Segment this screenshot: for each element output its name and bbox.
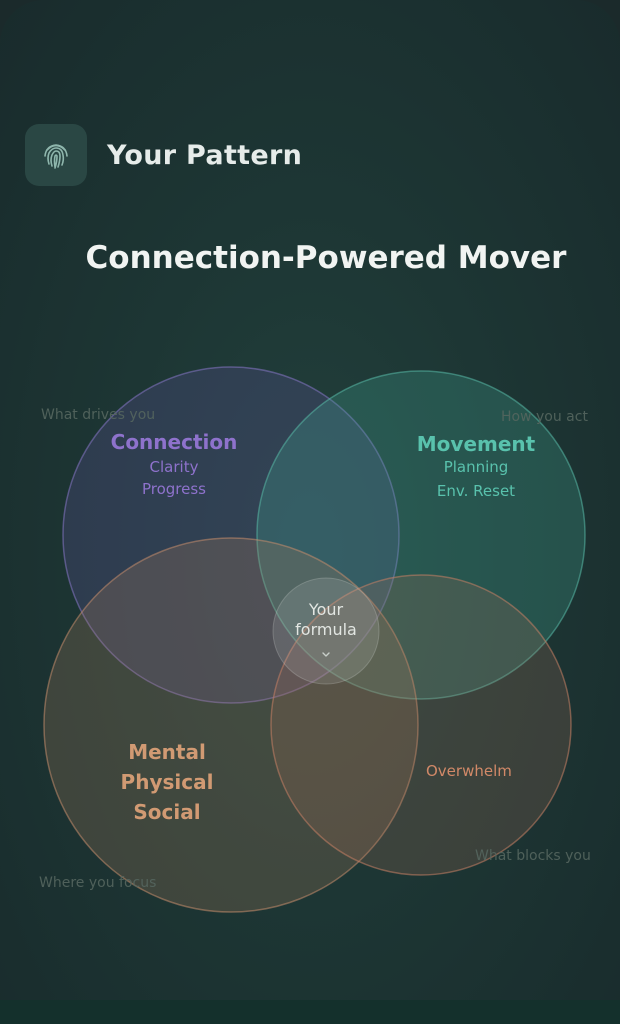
corner-label-blocks: What blocks you bbox=[475, 848, 591, 864]
formula-label-line1: Your bbox=[308, 600, 344, 619]
blocks-item: Overwhelm bbox=[426, 762, 512, 780]
corner-label-act: How you act bbox=[501, 409, 588, 425]
act-group: Movement Planning Env. Reset bbox=[396, 432, 556, 500]
circle-act bbox=[256, 370, 586, 700]
chevron-down-icon bbox=[273, 644, 379, 663]
drives-item: Progress bbox=[141, 480, 206, 498]
your-formula-button[interactable]: Your formula bbox=[273, 578, 379, 684]
circle-blocks bbox=[270, 574, 572, 876]
focus-group: Mental Physical Social bbox=[97, 740, 237, 824]
corner-label-drives: What drives you bbox=[41, 407, 156, 423]
circle-focus bbox=[43, 537, 419, 913]
formula-label: Your formula bbox=[273, 600, 379, 640]
drives-item: Clarity bbox=[149, 458, 199, 476]
pattern-card: Your Pattern Connection-Powered Mover Wh… bbox=[0, 0, 620, 1000]
formula-circle bbox=[272, 577, 380, 685]
focus-item: Physical bbox=[120, 770, 214, 794]
formula-label-line2: formula bbox=[295, 620, 357, 639]
act-item: Env. Reset bbox=[436, 482, 516, 500]
act-title: Movement bbox=[416, 432, 536, 456]
venn-diagram bbox=[43, 366, 586, 913]
bottom-bar bbox=[0, 1000, 620, 1024]
drives-title: Connection bbox=[110, 430, 238, 454]
drives-group: Connection Clarity Progress bbox=[94, 430, 254, 498]
header: Your Pattern bbox=[25, 124, 302, 186]
corner-label-focus: Where you focus bbox=[39, 875, 157, 891]
pattern-name: Connection-Powered Mover bbox=[85, 240, 567, 276]
focus-item: Social bbox=[133, 800, 201, 824]
header-title: Your Pattern bbox=[107, 139, 303, 171]
focus-item: Mental bbox=[128, 740, 206, 764]
fingerprint-icon bbox=[25, 124, 87, 186]
act-item: Planning bbox=[443, 458, 509, 476]
